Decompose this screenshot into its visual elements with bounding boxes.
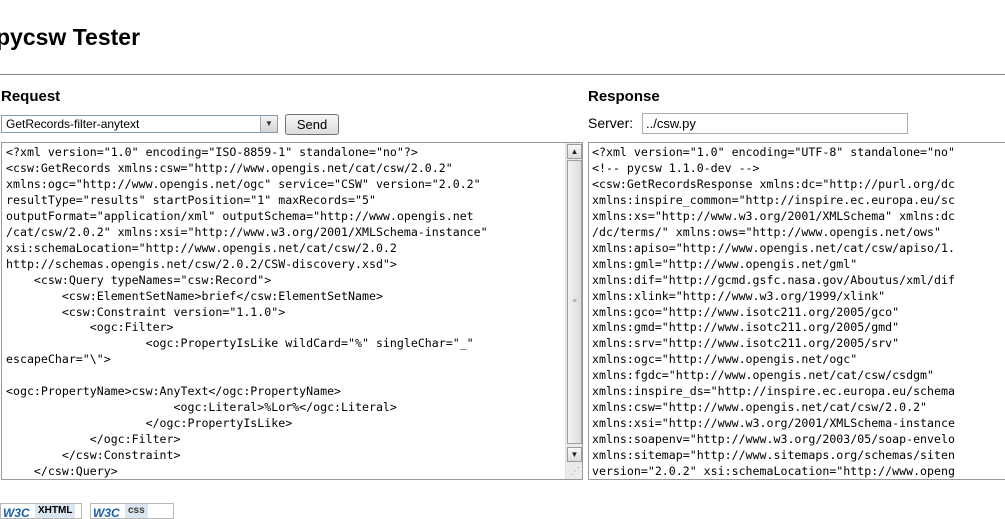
request-template-select[interactable]: GetRecords-filter-anytext ▼ (1, 115, 278, 133)
request-heading: Request (1, 88, 61, 105)
resize-grip-icon[interactable]: ⋰ (570, 466, 580, 477)
badge-label: XHTML (35, 504, 76, 518)
page-title: pycsw Tester (0, 24, 141, 50)
send-button[interactable]: Send (285, 114, 339, 135)
request-body: <?xml version="1.0" encoding="ISO-8859-1… (6, 145, 488, 479)
server-label: Server: (588, 115, 634, 131)
server-input[interactable] (642, 113, 908, 134)
response-textarea[interactable]: <?xml version="1.0" encoding="UTF-8" sta… (588, 142, 1005, 480)
valid-xhtml-badge[interactable]: W3C XHTML (0, 503, 82, 519)
arrow-up-icon[interactable]: ▲ (567, 144, 582, 159)
response-heading: Response (588, 88, 660, 105)
w3c-logo-icon: W3C (3, 506, 30, 519)
request-scrollbar[interactable]: ▲ ≡ ▼ (565, 143, 582, 479)
valid-css-badge[interactable]: W3C css (90, 503, 174, 519)
badge-label: css (125, 504, 148, 518)
w3c-logo-icon: W3C (93, 506, 120, 519)
request-template-value: GetRecords-filter-anytext (6, 117, 140, 131)
scrollbar-thumb[interactable]: ≡ (567, 160, 582, 444)
chevron-down-icon[interactable]: ▼ (260, 116, 277, 132)
arrow-down-icon[interactable]: ▼ (567, 447, 582, 462)
request-textarea[interactable]: <?xml version="1.0" encoding="ISO-8859-1… (1, 142, 583, 480)
header-divider (0, 74, 1005, 75)
response-body: <?xml version="1.0" encoding="UTF-8" sta… (592, 145, 955, 479)
